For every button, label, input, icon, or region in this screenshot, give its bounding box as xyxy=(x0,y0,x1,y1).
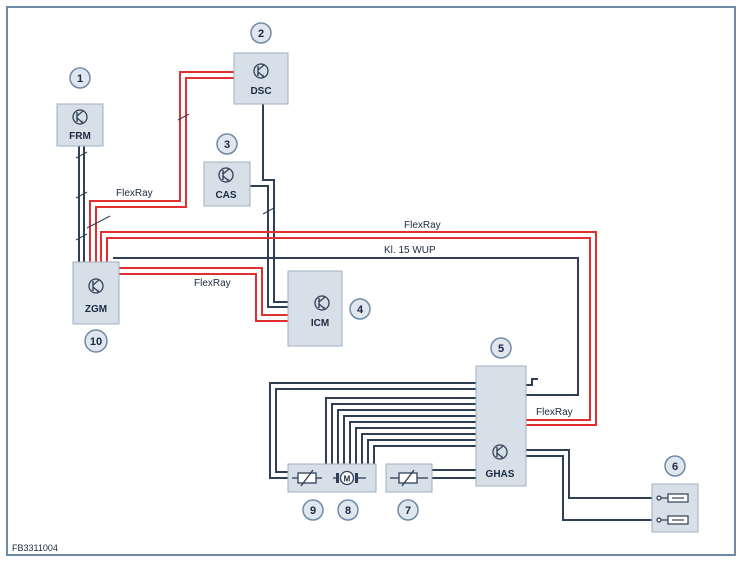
sensor-icon xyxy=(292,469,322,487)
module-ghas: GHAS xyxy=(475,365,527,487)
figure-id: FB3311004 xyxy=(12,543,58,553)
module-zgm: ZGM xyxy=(72,261,120,325)
callout-1: 1 xyxy=(69,67,91,89)
svg-text:10: 10 xyxy=(90,336,102,348)
module-label-cas: CAS xyxy=(215,190,236,201)
svg-text:9: 9 xyxy=(310,505,316,517)
callout-7: 7 xyxy=(397,499,419,521)
callout-4: 4 xyxy=(349,298,371,320)
module-dsc: DSC xyxy=(233,52,289,105)
module-label-icm: ICM xyxy=(311,318,329,329)
svg-text:M: M xyxy=(344,475,351,484)
fuse-icon xyxy=(656,493,689,503)
wire-label-flexray-dsc: FlexRay xyxy=(116,188,153,199)
sensor-icon xyxy=(390,469,428,487)
svg-text:3: 3 xyxy=(224,139,230,151)
callout-6: 6 xyxy=(664,455,686,477)
svg-text:6: 6 xyxy=(672,461,678,473)
signal-wires xyxy=(78,104,658,521)
component-sensor-motor: M xyxy=(287,463,377,493)
callout-2: 2 xyxy=(250,22,272,44)
module-label-zgm: ZGM xyxy=(85,304,107,315)
svg-text:8: 8 xyxy=(345,505,351,517)
component-sensor-7 xyxy=(385,463,433,493)
module-cas: CAS xyxy=(203,161,251,207)
twist-marks xyxy=(75,113,275,241)
wire-label-kl15: Kl. 15 WUP xyxy=(384,245,436,256)
callout-5: 5 xyxy=(490,337,512,359)
wire-label-flexray-ghas-term: FlexRay xyxy=(536,407,573,418)
callout-3: 3 xyxy=(216,133,238,155)
wire-label-flexray-ghas: FlexRay xyxy=(404,220,441,231)
wire-label-flexray-icm: FlexRay xyxy=(194,278,231,289)
callout-9: 9 xyxy=(302,499,324,521)
motor-icon: M xyxy=(333,470,366,486)
module-label-ghas: GHAS xyxy=(486,469,515,480)
module-label-dsc: DSC xyxy=(250,86,271,97)
svg-text:5: 5 xyxy=(498,343,504,355)
svg-text:4: 4 xyxy=(357,304,364,316)
module-frm: FRM xyxy=(56,103,104,147)
fuse-icon xyxy=(656,515,689,525)
callout-10: 10 xyxy=(84,329,108,353)
component-fuses xyxy=(651,483,699,533)
module-label-frm: FRM xyxy=(69,131,91,142)
svg-text:1: 1 xyxy=(77,73,83,85)
svg-text:7: 7 xyxy=(405,505,411,517)
module-icm: ICM xyxy=(287,270,343,347)
svg-text:2: 2 xyxy=(258,28,264,40)
callout-8: 8 xyxy=(337,499,359,521)
